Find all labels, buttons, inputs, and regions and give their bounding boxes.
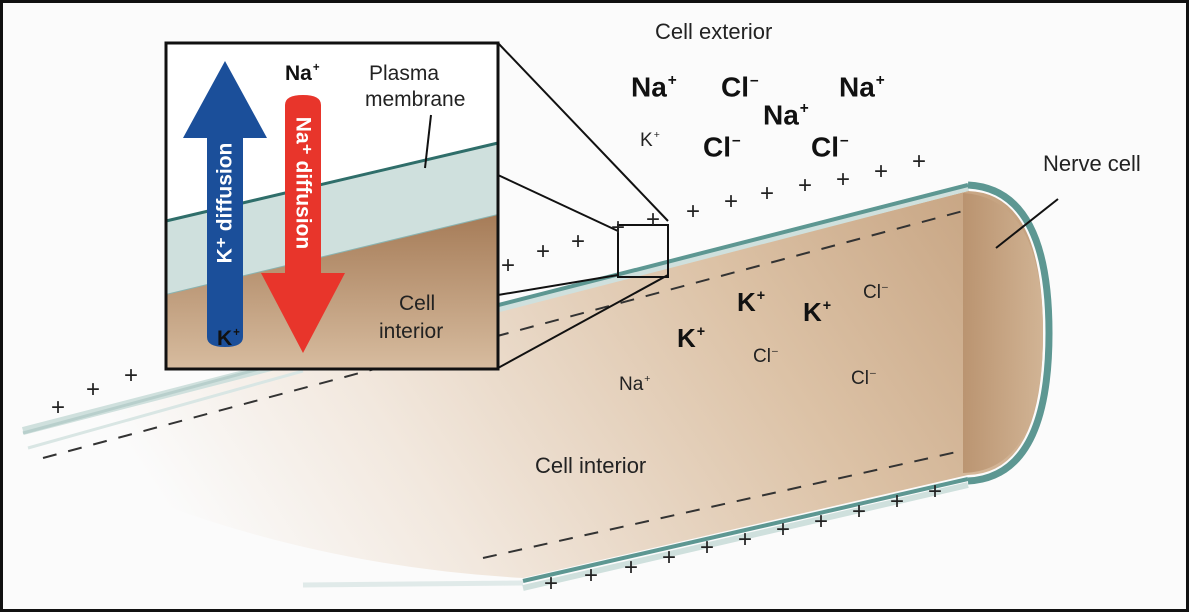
zoom-region-box xyxy=(617,224,669,278)
inner-dash-top xyxy=(42,210,964,459)
plus-charge-mark: + xyxy=(611,214,625,241)
plus-charge-mark: + xyxy=(501,252,515,279)
plus-charge-mark: + xyxy=(852,498,866,525)
inner-dash-bottom xyxy=(482,450,962,559)
membrane-bottom xyxy=(522,477,969,583)
diagram-drawing: + + + + + + + + + + + + + + + + + + + + + + + + + + xyxy=(21,41,1059,597)
k-diffusion-arrow xyxy=(183,61,267,347)
na-diffusion-text: Na⁺ diffusion xyxy=(291,116,315,250)
plus-charge-mark: + xyxy=(536,238,550,265)
plus-charge-mark: + xyxy=(686,198,700,225)
plasma-membrane-label-line1: Plasma xyxy=(369,62,440,85)
plus-charge-mark: + xyxy=(814,508,828,535)
plus-charge-mark: + xyxy=(912,148,926,175)
interior-ion: K+ xyxy=(677,323,706,353)
interior-ion: Cl– xyxy=(863,282,888,303)
exterior-ion: K+ xyxy=(640,130,660,151)
exterior-ion: Na+ xyxy=(763,99,809,131)
exterior-ion: Na+ xyxy=(839,71,885,103)
nerve-cell-label: Nerve cell xyxy=(1043,151,1141,176)
plus-charge-mark: + xyxy=(571,228,585,255)
plus-charge-mark: + xyxy=(124,362,138,389)
plus-charge-mark: + xyxy=(738,526,752,553)
plus-charge-mark: + xyxy=(662,544,676,571)
interior-ion: Cl– xyxy=(753,346,778,367)
exterior-ion: Cl– xyxy=(811,131,849,163)
axon-end-cap xyxy=(963,193,1043,473)
inset-cell-interior-line2: interior xyxy=(379,320,444,343)
plus-charge-mark: + xyxy=(724,188,738,215)
plus-charge-mark: + xyxy=(51,394,65,421)
interior-ion: K+ xyxy=(803,297,832,327)
k-diffusion-text: K⁺ diffusion xyxy=(213,142,237,264)
inset-cell-interior-line1: Cell xyxy=(399,292,436,315)
exterior-ion: Cl– xyxy=(721,71,759,103)
cell-interior-label: Cell interior xyxy=(535,453,647,478)
plus-charge-mark: + xyxy=(836,166,850,193)
plus-charge-mark: + xyxy=(700,534,714,561)
plus-charge-mark: + xyxy=(874,158,888,185)
plasma-membrane-label-line2: membrane xyxy=(365,88,466,111)
interior-ion: K+ xyxy=(737,287,766,317)
cell-exterior-label: Cell exterior xyxy=(655,19,773,44)
exterior-ion: Na+ xyxy=(631,71,677,103)
plus-charge-mark: + xyxy=(584,562,598,589)
axon-body xyxy=(23,191,1043,578)
plus-charge-mark: + xyxy=(760,180,774,207)
inset-na-ion: Na+ xyxy=(285,62,320,85)
plus-charge-mark: + xyxy=(776,516,790,543)
exterior-ion: Cl– xyxy=(703,131,741,163)
interior-ion: Na+ xyxy=(619,374,651,395)
na-diffusion-arrow xyxy=(261,95,345,353)
membrane-end xyxy=(967,181,1053,485)
plus-charge-mark: + xyxy=(798,172,812,199)
plus-charge-mark: + xyxy=(544,570,558,597)
plus-charge-mark: + xyxy=(928,478,942,505)
interior-ion: Cl– xyxy=(851,368,876,389)
inset-k-ion: K+ xyxy=(217,327,240,350)
plus-charge-mark: + xyxy=(624,554,638,581)
plus-charge-mark: + xyxy=(890,488,904,515)
charge-marks: + + + + + + + + + + + + + + + + + + + + + + + + + + xyxy=(51,148,942,597)
plus-charge-mark: + xyxy=(646,206,660,233)
plus-charge-mark: + xyxy=(86,376,100,403)
